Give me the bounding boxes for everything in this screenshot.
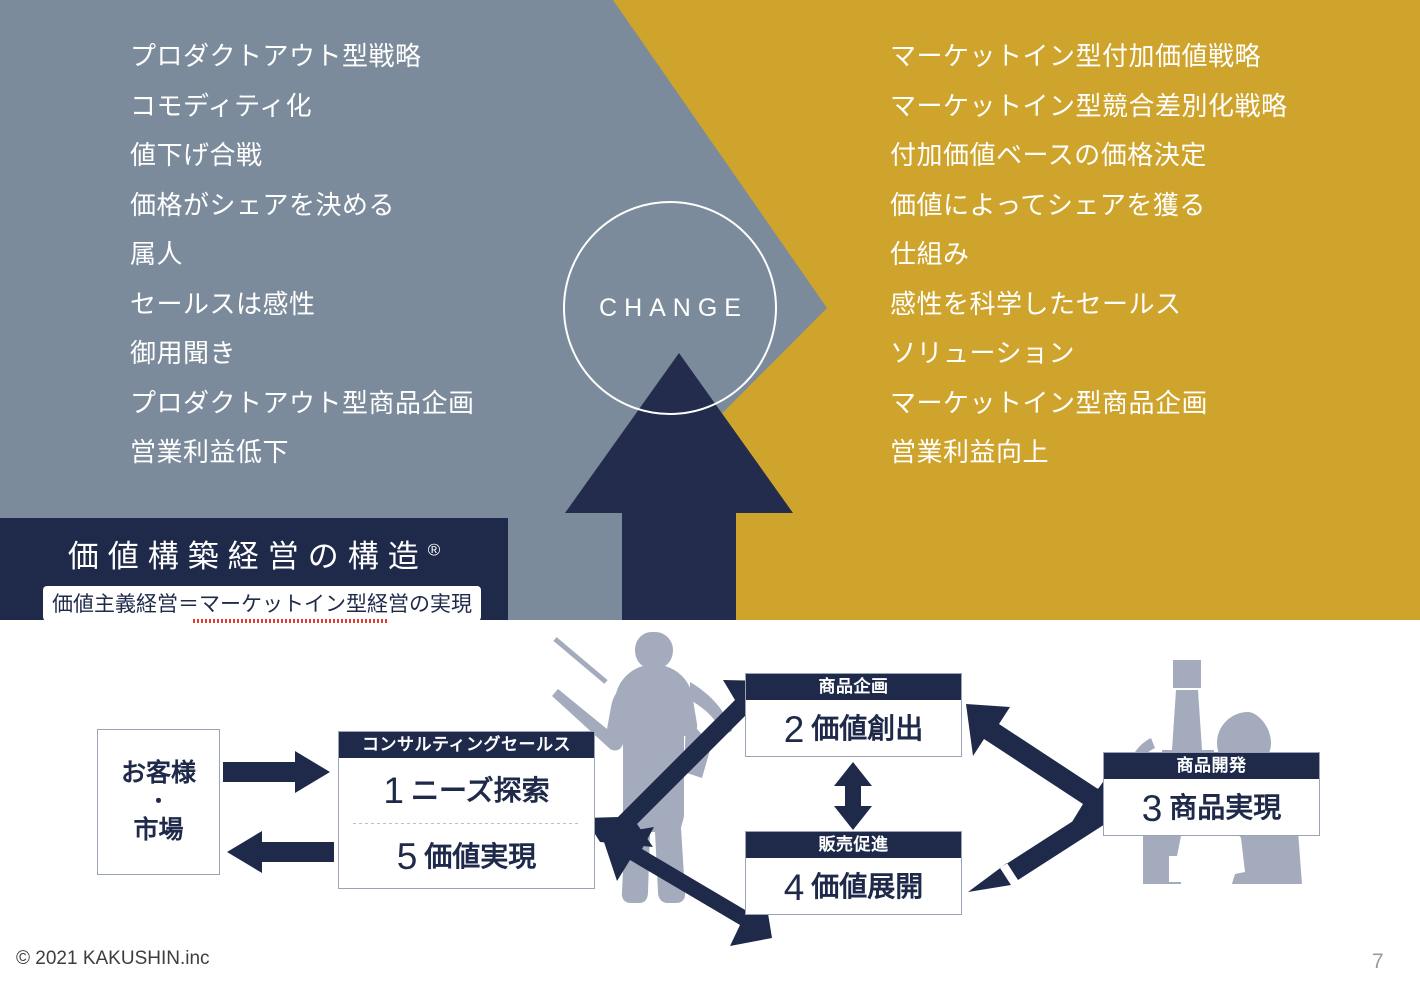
consulting-sales-header: コンサルティングセールス xyxy=(339,732,594,758)
change-up-arrow xyxy=(565,353,793,620)
separator-dot: ・ xyxy=(148,791,169,813)
list-item: マーケットイン型付加価値戦略 xyxy=(890,41,1262,71)
step-label: 価値実現 xyxy=(424,840,537,872)
product-development-header: 商品開発 xyxy=(1104,753,1319,779)
step-3-product-realization: 3 商品実現 xyxy=(1104,779,1319,837)
list-item: セールスは感性 xyxy=(130,288,316,319)
sales-promotion-box[interactable]: 販売促進 4 価値展開 xyxy=(745,831,962,915)
spellcheck-squiggle-underline xyxy=(193,619,388,623)
change-circle: CHANGE xyxy=(563,201,777,415)
step-number: 1 xyxy=(383,770,404,811)
step-label: ニーズ探索 xyxy=(410,774,550,806)
market-label: 市場 xyxy=(133,816,184,844)
registered-trademark-icon: ® xyxy=(427,540,441,560)
list-item: 属人 xyxy=(130,239,184,269)
subtitle-chip: 価値主義経営＝マーケットイン型経営の実現 xyxy=(43,586,481,623)
arrow-sales-to-plan xyxy=(585,680,768,847)
page-title: 価値構築経営の構造® xyxy=(0,518,508,576)
list-item: コモディティ化 xyxy=(130,90,313,121)
page-title-text: 価値構築経営の構造 xyxy=(67,539,428,574)
list-item: 価値によってシェアを獲る xyxy=(890,189,1206,220)
after-state-column: マーケットイン型付加価値戦略 マーケットイン型競合差別化戦略 付加価値ベースの価… xyxy=(880,32,1420,478)
subtitle-text: 価値主義経営＝マーケットイン型経営の実現 xyxy=(52,593,472,616)
researcher-hand-highlight xyxy=(1169,820,1245,900)
change-label: CHANGE xyxy=(599,293,748,322)
list-item: ソリューション xyxy=(890,338,1075,368)
list-item: 仕組み xyxy=(890,239,970,269)
arrow-customer-to-sales xyxy=(223,751,330,793)
step-1-needs-exploration: 1 ニーズ探索 xyxy=(339,758,594,823)
arrow-plan-to-promo xyxy=(834,762,872,830)
step-number: 2 xyxy=(783,708,805,750)
pointer-stick-icon xyxy=(553,637,608,684)
title-banner: 価値構築経営の構造® 価値主義経営＝マーケットイン型経営の実現 xyxy=(0,518,508,623)
product-development-box[interactable]: 商品開発 3 商品実現 xyxy=(1103,752,1320,836)
list-item: 付加価値ベースの価格決定 xyxy=(890,140,1207,170)
list-item: プロダクトアウト型商品企画 xyxy=(130,387,475,418)
customer-label: お客様 xyxy=(120,758,196,787)
after-state-list: マーケットイン型付加価値戦略 マーケットイン型競合差別化戦略 付加価値ベースの価… xyxy=(880,32,1420,478)
list-item: 感性を科学したセールス xyxy=(890,288,1182,319)
arrow-sales-to-promo xyxy=(602,827,772,946)
copyright-notice: © 2021 KAKUSHIN.inc xyxy=(16,948,210,969)
step-label: 価値展開 xyxy=(811,871,924,902)
step-5-value-realization: 5 価値実現 xyxy=(339,824,594,889)
arrow-plan-to-dev xyxy=(966,704,1115,822)
product-planning-header: 商品企画 xyxy=(746,674,961,700)
comparison-band: プロダクトアウト型戦略 コモディティ化 値下げ合戦 価格がシェアを決める 属人 … xyxy=(0,0,1420,620)
list-item: 値下げ合戦 xyxy=(130,140,263,170)
page-number: 7 xyxy=(1372,950,1384,973)
step-number: 5 xyxy=(396,836,418,877)
customer-market-body: お客様 ・ 市場 xyxy=(98,730,219,874)
sales-promotion-header: 販売促進 xyxy=(746,832,961,858)
step-4-value-deployment: 4 価値展開 xyxy=(746,858,961,916)
before-state-list: プロダクトアウト型戦略 コモディティ化 値下げ合戦 価格がシェアを決める 属人 … xyxy=(0,32,580,478)
sales-box-divider xyxy=(353,823,580,824)
list-item: 営業利益低下 xyxy=(130,437,290,467)
consulting-sales-box[interactable]: コンサルティングセールス 1 ニーズ探索 5 価値実現 xyxy=(338,731,595,889)
list-item: マーケットイン型競合差別化戦略 xyxy=(890,90,1288,121)
band-background-shapes xyxy=(0,0,1420,620)
step-number: 4 xyxy=(783,866,805,908)
product-planning-box[interactable]: 商品企画 2 価値創出 xyxy=(745,673,962,757)
value-creation-process-diagram: お客様 ・ 市場 コンサルティングセールス 1 ニーズ探索 5 価値実現 商品企… xyxy=(0,620,1420,988)
step-label: 商品実現 xyxy=(1169,792,1282,823)
list-item: プロダクトアウト型戦略 xyxy=(130,41,422,71)
arrow-promo-to-dev xyxy=(968,788,1130,892)
list-item: マーケットイン型商品企画 xyxy=(890,387,1209,418)
arrow-sales-to-customer xyxy=(227,831,334,873)
list-item: 価格がシェアを決める xyxy=(130,189,396,220)
step-number: 3 xyxy=(1141,787,1163,829)
list-item: 営業利益向上 xyxy=(890,437,1050,467)
before-state-column: プロダクトアウト型戦略 コモディティ化 値下げ合戦 価格がシェアを決める 属人 … xyxy=(0,32,580,478)
customer-market-box[interactable]: お客様 ・ 市場 xyxy=(97,729,220,875)
step-label: 価値創出 xyxy=(811,713,924,744)
list-item: 御用聞き xyxy=(130,338,237,368)
step-2-value-creation: 2 価値創出 xyxy=(746,700,961,758)
